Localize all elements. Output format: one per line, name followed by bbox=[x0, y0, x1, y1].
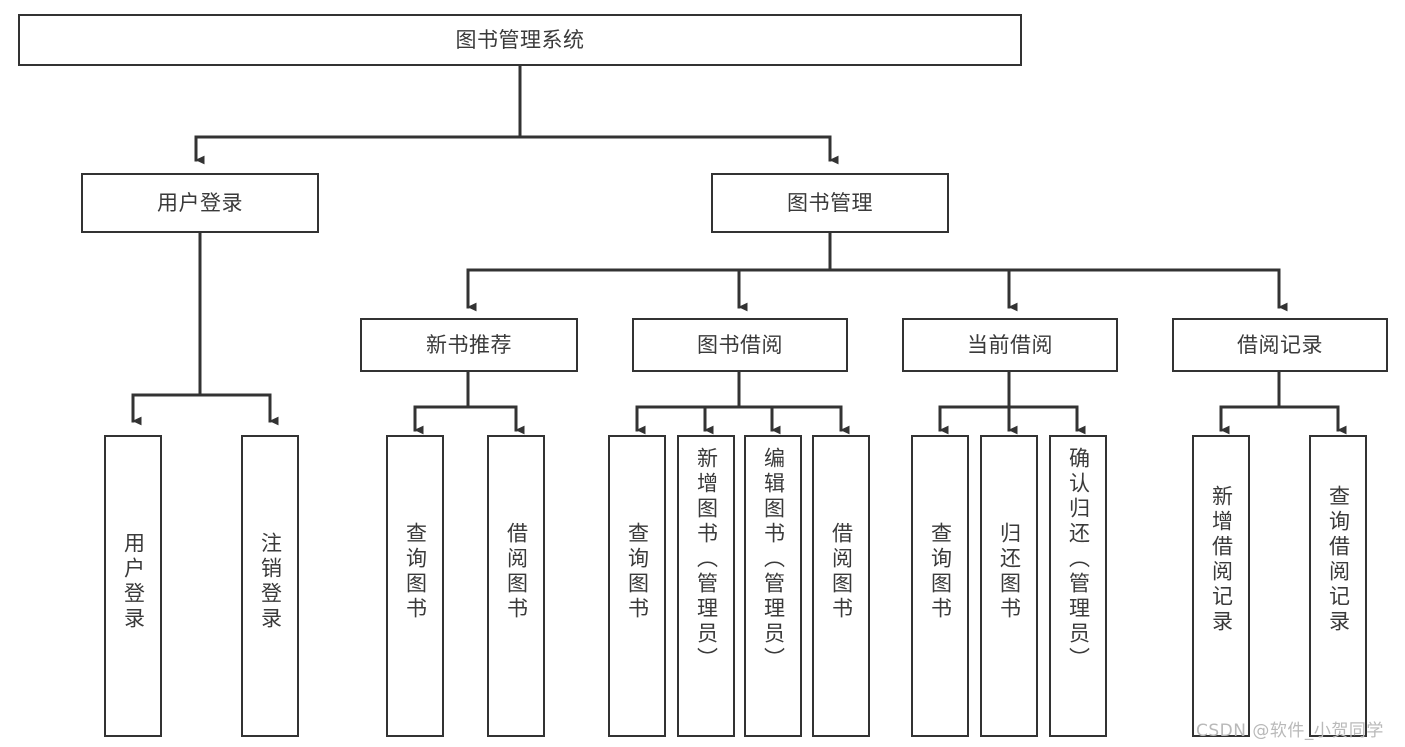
csdn-watermark: CSDN @软件_小贺同学 bbox=[1196, 721, 1384, 741]
node-label: 借阅记录 bbox=[1237, 332, 1323, 357]
node-label: 查询图书 bbox=[625, 522, 650, 622]
leaf-edit-book-admin[interactable]: 编辑图书（管理员） bbox=[744, 435, 802, 737]
node-label: 借阅图书 bbox=[829, 522, 854, 622]
leaf-borrow-book[interactable]: 借阅图书 bbox=[812, 435, 870, 737]
leaf-add-borrow-record[interactable]: 新增借阅记录 bbox=[1192, 435, 1250, 737]
node-label: 用户登录 bbox=[157, 190, 243, 215]
node-label: 查询借阅记录 bbox=[1326, 485, 1351, 635]
node-label: 图书管理系统 bbox=[455, 27, 585, 52]
node-user-login[interactable]: 用户登录 bbox=[81, 173, 319, 233]
node-label: 编辑图书（管理员） bbox=[761, 447, 786, 672]
leaf-query-book-recommend[interactable]: 查询图书 bbox=[386, 435, 444, 737]
node-root-book-management-system[interactable]: 图书管理系统 bbox=[18, 14, 1022, 66]
node-label: 图书管理 bbox=[787, 190, 873, 215]
leaf-add-book-admin[interactable]: 新增图书（管理员） bbox=[677, 435, 735, 737]
node-new-book-recommend[interactable]: 新书推荐 bbox=[360, 318, 578, 372]
node-borrow-record[interactable]: 借阅记录 bbox=[1172, 318, 1388, 372]
node-label: 注销登录 bbox=[258, 532, 283, 632]
leaf-logout-login[interactable]: 注销登录 bbox=[241, 435, 299, 737]
node-label: 用户登录 bbox=[121, 532, 146, 632]
leaf-confirm-return-admin[interactable]: 确认归还（管理员） bbox=[1049, 435, 1107, 737]
leaf-query-borrow-record[interactable]: 查询借阅记录 bbox=[1309, 435, 1367, 737]
node-label: 查询图书 bbox=[928, 522, 953, 622]
node-label: 新增图书（管理员） bbox=[694, 447, 719, 672]
leaf-query-book-current[interactable]: 查询图书 bbox=[911, 435, 969, 737]
node-label: 图书借阅 bbox=[697, 332, 783, 357]
leaf-return-book[interactable]: 归还图书 bbox=[980, 435, 1038, 737]
leaf-borrow-book-recommend[interactable]: 借阅图书 bbox=[487, 435, 545, 737]
node-label: 查询图书 bbox=[403, 522, 428, 622]
node-book-management[interactable]: 图书管理 bbox=[711, 173, 949, 233]
leaf-query-book-borrow[interactable]: 查询图书 bbox=[608, 435, 666, 737]
node-book-borrow[interactable]: 图书借阅 bbox=[632, 318, 848, 372]
node-label: 借阅图书 bbox=[504, 522, 529, 622]
node-label: 当前借阅 bbox=[967, 332, 1053, 357]
node-label: 新增借阅记录 bbox=[1209, 485, 1234, 635]
node-label: 新书推荐 bbox=[426, 332, 512, 357]
node-current-borrow[interactable]: 当前借阅 bbox=[902, 318, 1118, 372]
node-label: 归还图书 bbox=[997, 522, 1022, 622]
node-label: 确认归还（管理员） bbox=[1066, 447, 1091, 672]
leaf-user-login[interactable]: 用户登录 bbox=[104, 435, 162, 737]
